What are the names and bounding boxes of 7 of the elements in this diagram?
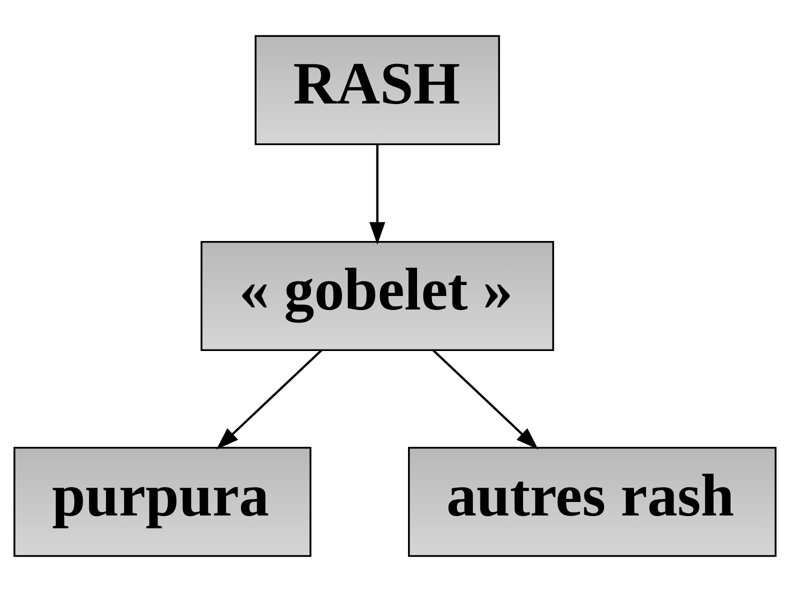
node-box: autres rash [408,446,776,557]
node-box: « gobelet » [200,241,554,351]
node-box: RASH [254,35,500,146]
arrow [216,349,322,450]
arrow [369,144,386,245]
arrow [432,349,538,450]
node-box: purpura [14,446,312,557]
